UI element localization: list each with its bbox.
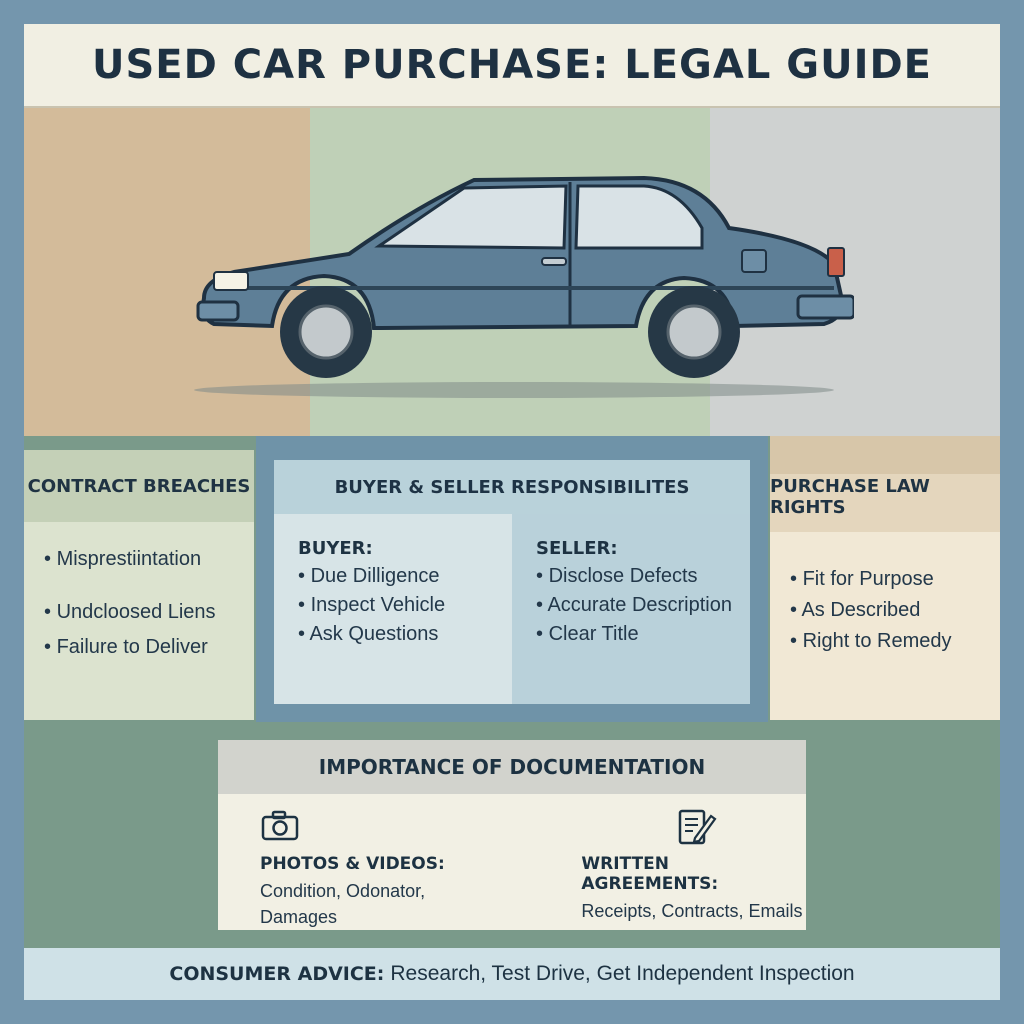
list-item: • Disclose Defects bbox=[536, 565, 698, 587]
page-title: USED CAR PURCHASE: LEGAL GUIDE bbox=[92, 42, 932, 88]
responsibilities-card: BUYER & SELLER RESPONSIBILITES BUYER: • … bbox=[274, 460, 750, 704]
written-column: WRITTEN AGREEMENTS: Receipts, Contracts,… bbox=[481, 808, 806, 930]
seller-column: SELLER: • Disclose Defects • Accurate De… bbox=[512, 514, 750, 704]
photos-label: PHOTOS & VIDEOS: bbox=[260, 854, 445, 874]
seller-list: • Disclose Defects • Accurate Descriptio… bbox=[536, 565, 750, 646]
documentation-heading: IMPORTANCE OF DOCUMENTATION bbox=[218, 740, 806, 794]
list-item: • Ask Questions bbox=[298, 623, 439, 645]
list-item: • Fit for Purpose bbox=[790, 568, 934, 590]
list-item: • Due Dilligence bbox=[298, 565, 440, 587]
footer-advice: CONSUMER ADVICE: Research, Test Drive, G… bbox=[24, 948, 1000, 1000]
contract-breaches-panel: CONTRACT BREACHES • Misprestiintation • … bbox=[24, 450, 254, 720]
footer-label: CONSUMER ADVICE: bbox=[169, 963, 385, 985]
seller-label: SELLER: bbox=[536, 538, 618, 559]
list-item: • Clear Title bbox=[536, 623, 639, 645]
list-item: • Undcloosed Liens bbox=[44, 601, 216, 623]
documentation-panel: IMPORTANCE OF DOCUMENTATION PHOTOS & VID… bbox=[218, 740, 806, 930]
photos-text-line-1: Condition, Odonator, bbox=[260, 881, 426, 901]
responsibilities-columns: BUYER: • Due Dilligence • Inspect Vehicl… bbox=[274, 514, 750, 704]
list-item: • Misprestiintation bbox=[44, 548, 202, 570]
list-item: • Right to Remedy bbox=[790, 630, 952, 652]
responsibilities-panel: BUYER & SELLER RESPONSIBILITES BUYER: • … bbox=[256, 436, 768, 722]
document-pen-icon bbox=[581, 808, 806, 845]
photos-column: PHOTOS & VIDEOS: Condition, Odonator, Da… bbox=[260, 808, 481, 930]
purchase-law-panel: PURCHASE LAW RIGHTS • Fit for Purpose • … bbox=[770, 436, 1000, 720]
documentation-columns: PHOTOS & VIDEOS: Condition, Odonator, Da… bbox=[218, 794, 806, 930]
buyer-list: • Due Dilligence • Inspect Vehicle • Ask… bbox=[298, 565, 512, 646]
list-item: • Inspect Vehicle bbox=[298, 594, 446, 616]
contract-breaches-heading: CONTRACT BREACHES bbox=[24, 450, 254, 522]
footer-text: Research, Test Drive, Get Independent In… bbox=[390, 962, 855, 985]
list-item: • Accurate Description bbox=[536, 594, 732, 616]
camera-icon bbox=[260, 808, 481, 842]
list-item: • As Described bbox=[790, 599, 921, 621]
purchase-law-heading: PURCHASE LAW RIGHTS bbox=[770, 436, 1000, 532]
header: USED CAR PURCHASE: LEGAL GUIDE bbox=[24, 24, 1000, 108]
responsibilities-heading: BUYER & SELLER RESPONSIBILITES bbox=[274, 460, 750, 514]
written-label: WRITTEN AGREEMENTS: bbox=[581, 854, 719, 894]
buyer-label: BUYER: bbox=[298, 538, 373, 559]
written-text: Receipts, Contracts, Emails bbox=[581, 901, 803, 921]
purchase-law-list: • Fit for Purpose • As Described • Right… bbox=[770, 532, 1000, 653]
buyer-column: BUYER: • Due Dilligence • Inspect Vehicl… bbox=[274, 514, 512, 704]
hero-illustration bbox=[24, 108, 1000, 436]
contract-breaches-list: • Misprestiintation • Undcloosed Liens •… bbox=[24, 522, 254, 659]
list-item: • Failure to Deliver bbox=[44, 636, 208, 658]
photos-text-line-2: Damages bbox=[260, 907, 338, 927]
car-illustration bbox=[194, 175, 854, 398]
